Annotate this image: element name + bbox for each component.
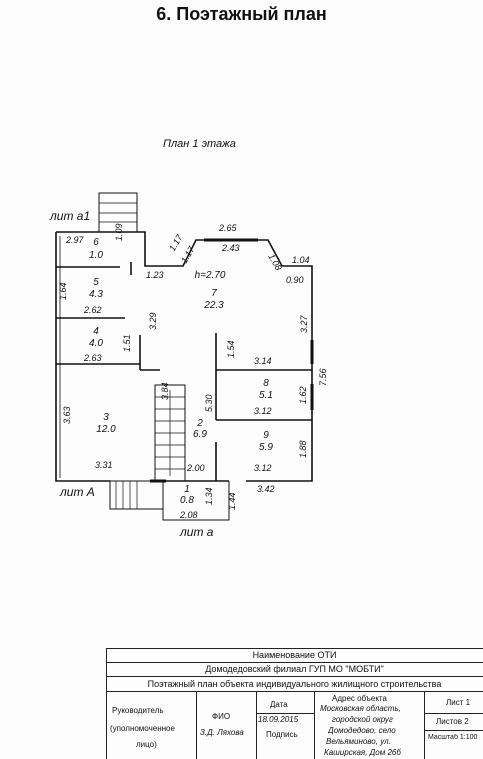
dim-2-97: 2.97 xyxy=(65,235,85,245)
ceiling-height: h=2.70 xyxy=(195,270,226,281)
dim-1-23: 1.23 xyxy=(146,270,164,280)
head-sub-2: лицо) xyxy=(136,740,157,749)
room-5-number: 5 xyxy=(93,277,99,288)
scale: Масштаб 1:100 xyxy=(428,734,478,741)
dim-1-44: 1.44 xyxy=(227,492,237,510)
dim-2-00: 2.00 xyxy=(186,463,205,473)
dim-1-17-b: 1.17 xyxy=(179,244,197,265)
room-6-area: 1.0 xyxy=(89,250,103,261)
room-3-area: 12.0 xyxy=(96,424,116,435)
signature-label: Подпись xyxy=(266,730,298,739)
date-label: Дата xyxy=(270,700,288,709)
dim-1-88: 1.88 xyxy=(298,440,308,458)
dim-1-34: 1.34 xyxy=(204,487,214,505)
document-title: Поэтажный план объекта индивидуального ж… xyxy=(147,679,442,689)
dim-2-63: 2.63 xyxy=(83,353,102,363)
address-line-1: Московская область, xyxy=(320,704,401,713)
dim-3-27: 3.27 xyxy=(299,314,309,333)
address-line-4: Вельяминово, ул. xyxy=(326,737,391,746)
dim-1-62: 1.62 xyxy=(298,386,308,404)
org-name: Домодедовский филиал ГУП МО "МОБТИ" xyxy=(205,664,384,674)
dim-1-09: 1.09 xyxy=(114,223,124,241)
title-block: Наименование ОТИ Домодедовский филиал ГУ… xyxy=(106,648,483,759)
dim-1-17-a: 1.17 xyxy=(167,232,185,253)
room-6-number: 6 xyxy=(93,237,99,248)
head-sub-1: (уполномоченное xyxy=(110,724,175,733)
dim-1-51: 1.51 xyxy=(122,334,132,352)
dim-3-12-a: 3.12 xyxy=(254,406,272,416)
page-heading: 6. Поэтажный план xyxy=(156,4,327,24)
sheet-count: Листов 2 xyxy=(436,717,469,726)
dim-3-29: 3.29 xyxy=(148,312,158,330)
dim-3-63: 3.63 xyxy=(62,406,72,424)
dim-3-31: 3.31 xyxy=(95,460,113,470)
room-2-area: 6.9 xyxy=(193,429,207,440)
dim-3-42: 3.42 xyxy=(257,484,275,494)
org-title: Наименование ОТИ xyxy=(252,650,337,660)
floor-plan: 6 1.0 5 4.3 4 4.0 3 12.0 7 22.3 8 5.1 9 … xyxy=(49,192,328,539)
dim-3-14: 3.14 xyxy=(254,356,272,366)
address-line-2: городской округ xyxy=(332,715,393,724)
dim-2-08: 2.08 xyxy=(179,510,198,520)
label-lit-A: лит А xyxy=(59,485,95,499)
room-7-number: 7 xyxy=(211,288,217,299)
room-1-number: 1 xyxy=(184,484,190,495)
dim-0-90: 0.90 xyxy=(286,275,304,285)
dim-1-04: 1.04 xyxy=(292,255,310,265)
dim-1-08: 1.08 xyxy=(266,252,283,272)
room-4-area: 4.0 xyxy=(89,338,103,349)
room-2-number: 2 xyxy=(196,418,203,429)
dim-1-54: 1.54 xyxy=(226,340,236,358)
room-9-area: 5.9 xyxy=(259,442,273,453)
dim-5-30: 5.30 xyxy=(204,394,214,412)
room-9-number: 9 xyxy=(263,430,269,441)
label-lit-a: лит а xyxy=(179,525,214,539)
dim-2-65: 2.65 xyxy=(218,223,238,233)
room-7-area: 22.3 xyxy=(203,300,224,311)
plan-title: План 1 этажа xyxy=(163,138,236,150)
room-8-area: 5.1 xyxy=(259,390,273,401)
label-lit-a1: лит а1 xyxy=(49,209,90,223)
address-line-5: Каширская, Дом 26б xyxy=(324,748,401,757)
dim-3-84: 3.84 xyxy=(160,382,170,400)
dim-7-56: 7.56 xyxy=(318,368,328,386)
fio-value: З.Д. Ляхова xyxy=(200,728,244,737)
address-label: Адрес объекта xyxy=(332,694,387,703)
sheet-number: Лист 1 xyxy=(446,698,471,707)
room-4-number: 4 xyxy=(93,326,99,337)
fio-label: ФИО xyxy=(212,712,231,721)
dim-3-12-b: 3.12 xyxy=(254,463,272,473)
address-line-3: Домодедово, село xyxy=(328,726,396,735)
date-value: 18.09.2015 xyxy=(258,715,299,724)
dim-2-62: 2.62 xyxy=(83,305,102,315)
head-label: Руководитель xyxy=(112,706,164,715)
dim-1-64: 1.64 xyxy=(58,282,68,300)
room-5-area: 4.3 xyxy=(89,289,103,300)
dim-2-43: 2.43 xyxy=(221,243,240,253)
room-1-area: 0.8 xyxy=(180,495,194,506)
room-8-number: 8 xyxy=(263,378,269,389)
room-3-number: 3 xyxy=(103,412,109,423)
